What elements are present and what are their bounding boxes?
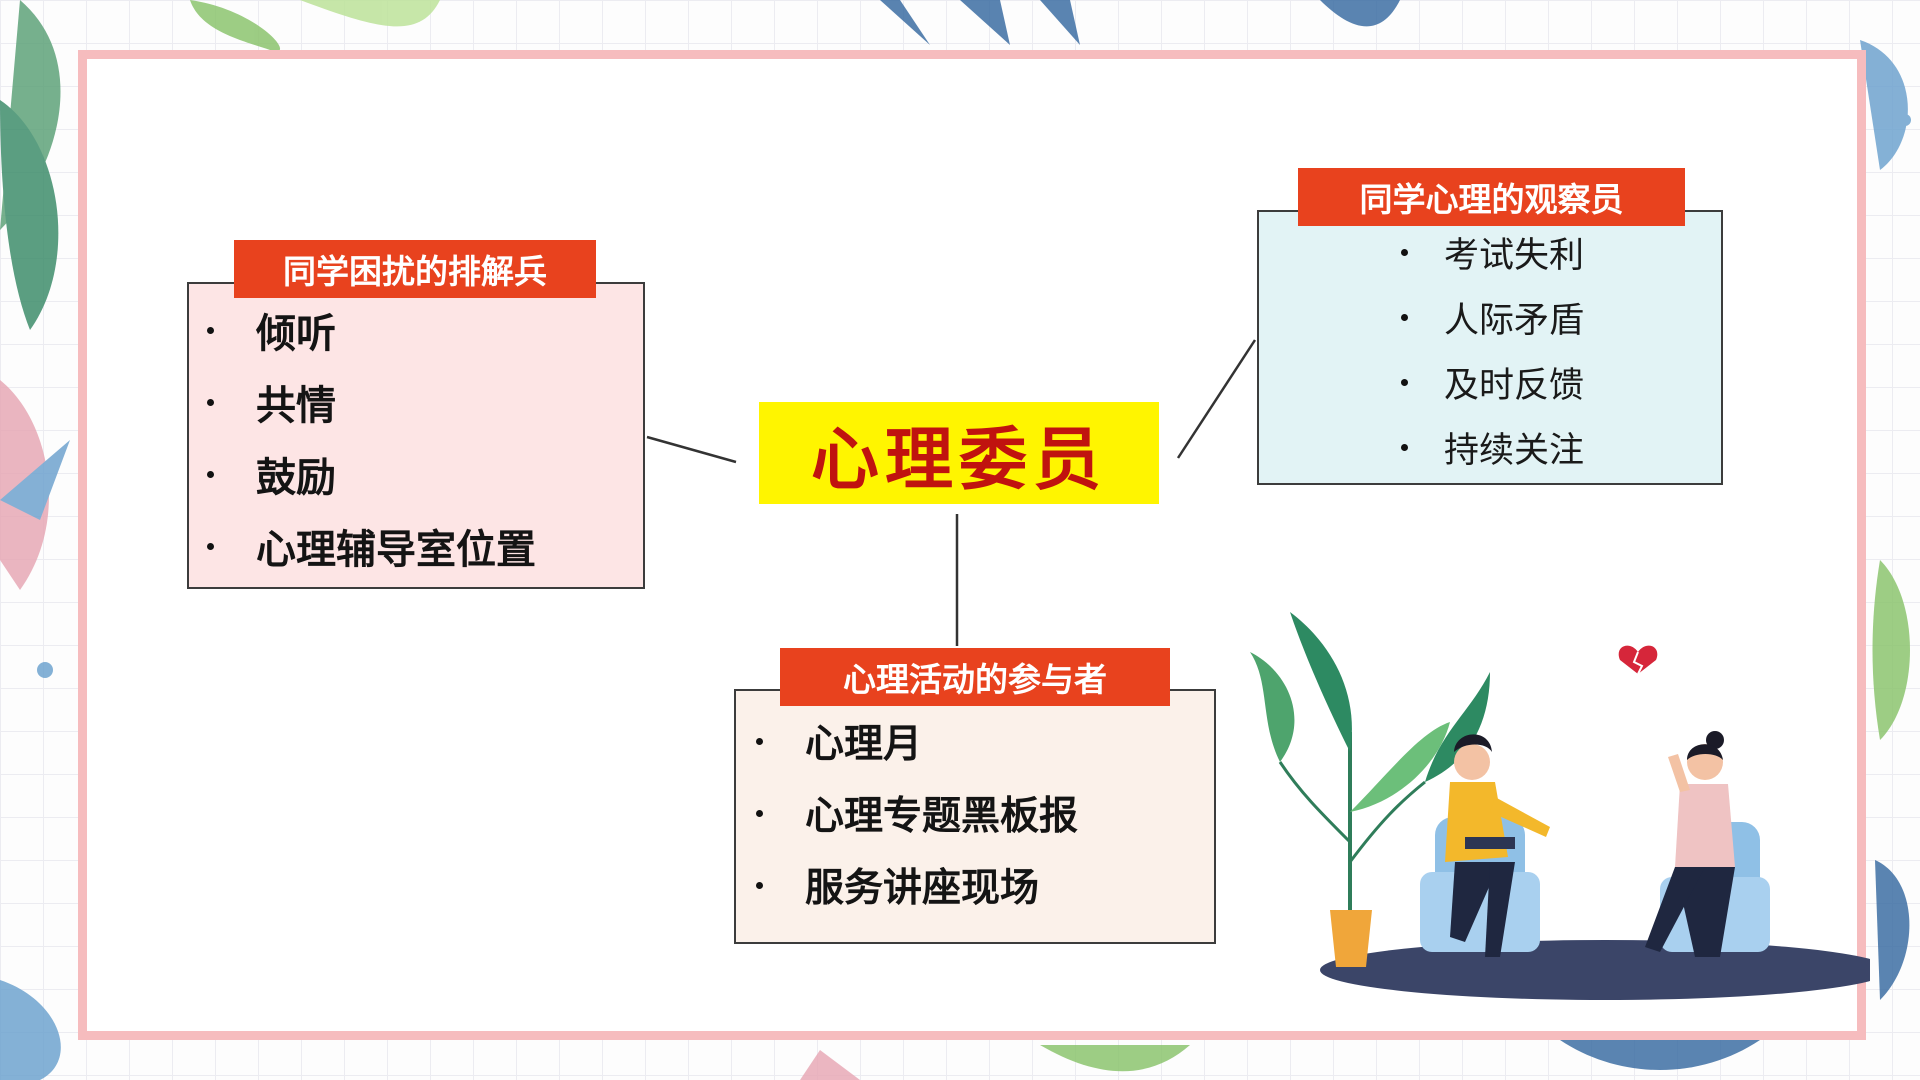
bullet-icon — [756, 737, 763, 745]
bullet-icon — [207, 542, 214, 550]
list-item: 及时反馈 — [1401, 350, 1584, 415]
center-title: 心理委员 — [810, 419, 1107, 500]
list-item: 倾听 — [207, 294, 536, 366]
list-item: 考试失利 — [1401, 220, 1584, 285]
list-item: 人际矛盾 — [1401, 285, 1584, 350]
list-item: 鼓励 — [207, 438, 536, 510]
potted-plant-icon — [1250, 612, 1490, 967]
list-item: 心理专题黑板报 — [756, 777, 1078, 849]
list-item: 共情 — [207, 366, 536, 438]
bullet-icon — [1401, 379, 1408, 386]
bullet-icon — [1401, 314, 1408, 321]
list-item: 心理辅导室位置 — [207, 510, 536, 582]
bullet-icon — [1401, 444, 1408, 451]
counselor-figure — [1445, 734, 1550, 957]
bullet-icon — [756, 809, 763, 817]
bullet-icon — [756, 881, 763, 889]
list-item: 服务讲座现场 — [756, 849, 1078, 921]
left-item-list: 倾听 共情 鼓励 心理辅导室位置 — [207, 294, 536, 582]
bullet-icon — [1401, 249, 1408, 256]
center-node: 心理委员 — [759, 402, 1159, 504]
list-item: 持续关注 — [1401, 415, 1584, 480]
student-figure — [1645, 731, 1735, 957]
left-card-tag: 同学困扰的排解兵 — [234, 240, 596, 298]
connector-right — [1176, 339, 1257, 459]
counseling-conversation-illustration — [1250, 612, 1870, 1000]
right-card: 考试失利 人际矛盾 及时反馈 持续关注 — [1257, 210, 1723, 485]
bottom-card-tag: 心理活动的参与者 — [780, 648, 1170, 706]
bullet-icon — [207, 470, 214, 478]
bottom-item-list: 心理月 心理专题黑板报 服务讲座现场 — [756, 705, 1078, 921]
right-item-list: 考试失利 人际矛盾 及时反馈 持续关注 — [1401, 220, 1584, 480]
rug-shape — [1320, 940, 1870, 1000]
bottom-card: 心理月 心理专题黑板报 服务讲座现场 — [734, 689, 1216, 944]
bullet-icon — [207, 326, 214, 334]
connector-left — [646, 435, 737, 464]
broken-heart-icon — [1618, 645, 1658, 675]
bullet-icon — [207, 398, 214, 406]
left-card: 倾听 共情 鼓励 心理辅导室位置 — [187, 282, 645, 589]
list-item: 心理月 — [756, 705, 1078, 777]
right-card-tag: 同学心理的观察员 — [1298, 168, 1685, 226]
